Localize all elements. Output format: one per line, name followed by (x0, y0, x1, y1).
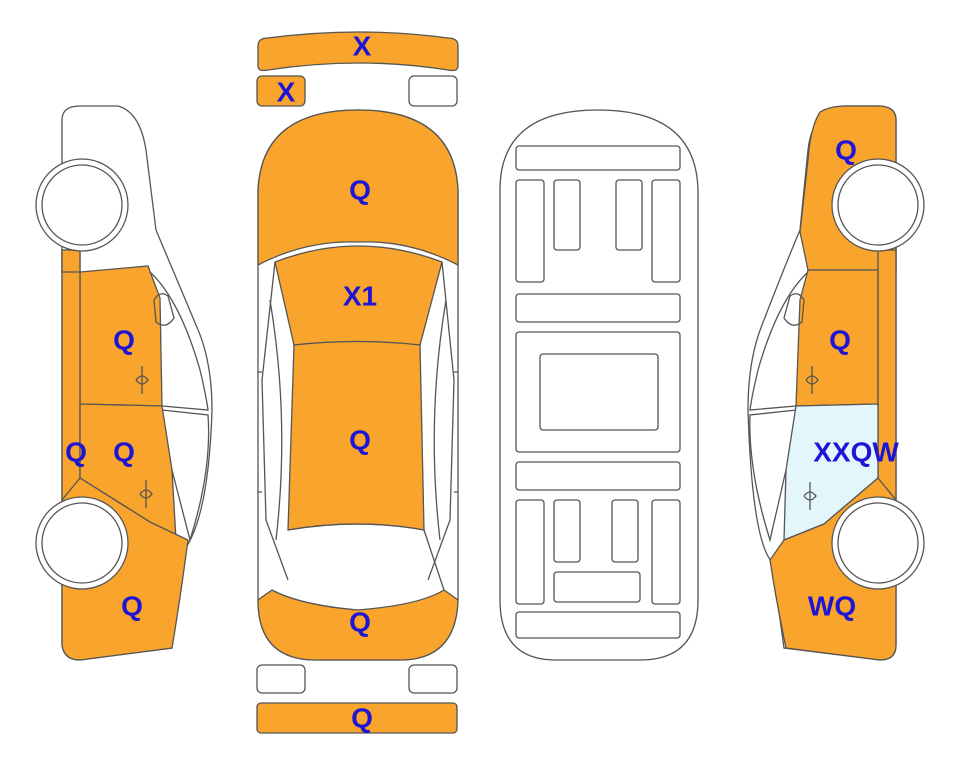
left-side-view (35, 105, 213, 661)
label-left-rear-door: Q (113, 437, 135, 468)
label-rear-bumper: Q (351, 703, 373, 734)
left-mirror (153, 293, 175, 326)
trunk-panel[interactable] (257, 589, 459, 661)
under-center-frame (515, 331, 681, 453)
label-roof: Q (349, 425, 371, 456)
label-trunk: Q (349, 607, 371, 638)
right-front-window-line (749, 271, 809, 411)
under-center-plate (539, 353, 659, 431)
right-door-handle-front (805, 366, 819, 394)
right-front-wheel (831, 158, 925, 252)
under-front-left-inner (553, 179, 581, 251)
left-front-wheel (35, 158, 129, 252)
label-front-bumper: X (353, 31, 372, 62)
label-left-rear-quarter: Q (121, 591, 143, 622)
rear-right-corner-panel[interactable] (408, 664, 458, 694)
right-rear-wheel-arch (837, 502, 919, 584)
under-front-bar (515, 145, 681, 171)
under-front-left-rail (515, 179, 545, 283)
right-rear-window-line (749, 409, 797, 543)
under-rear-left-rail (515, 499, 545, 605)
underside-outline (499, 109, 699, 661)
left-front-window-line (149, 271, 209, 411)
label-left-rocker: Q (65, 437, 87, 468)
damage-labels: Q Q Q Q X X Q X1 Q Q Q Q Q XXQW WQ (65, 31, 899, 734)
under-rear-right-inner (611, 499, 639, 563)
label-left-front-door: Q (113, 325, 135, 356)
top-right-door-lines (433, 299, 458, 541)
left-front-fender-panel[interactable] (61, 249, 81, 273)
left-door-handle-rear (139, 480, 153, 508)
label-right-rear-door: XXQW (813, 437, 899, 468)
left-rear-wheel (35, 496, 129, 590)
front-left-corner-panel[interactable] (256, 75, 306, 107)
right-side-view (747, 105, 925, 661)
label-right-rear-quarter: WQ (808, 591, 856, 622)
label-right-front-door: Q (829, 325, 851, 356)
right-front-wheel-arch (837, 164, 919, 246)
label-hood: Q (349, 175, 371, 206)
top-right-window-line (427, 261, 455, 581)
under-rear-right-rail (651, 499, 681, 605)
front-right-corner-panel[interactable] (408, 75, 458, 107)
under-cross-member-1 (515, 293, 681, 323)
rear-bumper-panel[interactable] (256, 702, 458, 734)
left-rear-wheel-arch (41, 502, 123, 584)
rear-window-area (287, 523, 445, 591)
rear-left-corner-panel[interactable] (256, 664, 306, 694)
under-front-right-inner (615, 179, 643, 251)
under-rear-bar (515, 611, 681, 639)
label-windshield: X1 (343, 281, 377, 312)
hood-panel[interactable] (257, 109, 459, 267)
right-rear-wheel (831, 496, 925, 590)
under-rear-left-inner (553, 499, 581, 563)
right-mirror (783, 293, 805, 326)
label-front-left-corner: X (277, 77, 296, 108)
front-bumper-panel[interactable] (257, 31, 459, 72)
left-front-wheel-arch (41, 164, 123, 246)
left-rear-window-line (161, 409, 210, 543)
under-front-right-rail (651, 179, 681, 283)
under-cross-member-2 (515, 461, 681, 491)
top-left-window-line (261, 261, 289, 581)
under-rear-plate (553, 571, 641, 603)
left-door-handle-front (135, 366, 149, 394)
underside-view (499, 109, 699, 661)
label-right-front-fender: Q (835, 135, 857, 166)
top-left-door-lines (258, 299, 283, 541)
top-view (256, 31, 459, 734)
right-door-handle-rear (803, 482, 817, 510)
